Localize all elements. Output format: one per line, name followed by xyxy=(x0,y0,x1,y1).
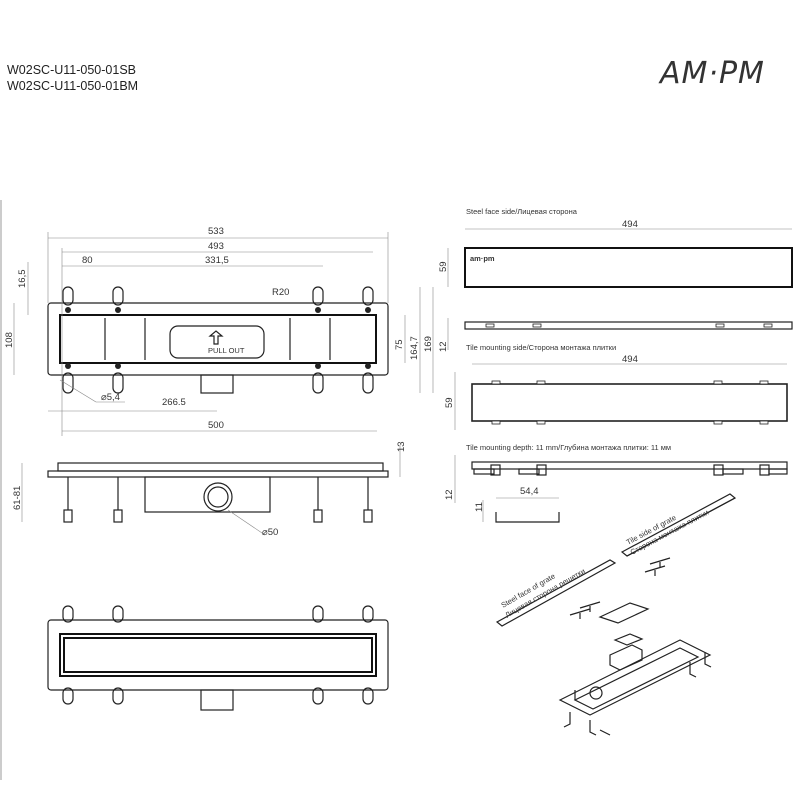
drain-channel xyxy=(59,314,377,364)
dim-493: 493 xyxy=(208,241,224,252)
dim-494-tile: 494 xyxy=(622,354,638,365)
side-view: 61-81 13 ⌀50 xyxy=(12,441,407,538)
dim-54-4: 54,4 xyxy=(520,486,539,497)
brand-logo: AM·PM xyxy=(660,56,765,91)
pull-out-label: PULL OUT xyxy=(208,346,245,355)
dim-494: 494 xyxy=(622,219,638,230)
siphon-cover xyxy=(169,325,265,359)
model-number: W02SC-U11-050-01SB xyxy=(7,63,136,77)
depth-title: Tile mounting depth: 11 mm/Глубина монта… xyxy=(466,443,671,452)
svg-text:am·pm: am·pm xyxy=(470,254,495,263)
screws xyxy=(65,307,371,369)
dim-108: 108 xyxy=(4,332,15,348)
dim-331-5: 331,5 xyxy=(205,255,229,266)
dim-16-5: 16,5 xyxy=(17,270,28,289)
dim-169: 169 xyxy=(423,336,434,352)
dim-r20: R20 xyxy=(272,287,289,298)
tile-side-title: Tile mounting side/Сторона монтажа плитк… xyxy=(466,343,616,352)
grate-profile xyxy=(495,512,560,523)
dim-500: 500 xyxy=(208,420,224,431)
dim-61-81: 61-81 xyxy=(12,486,23,510)
dim-hole: ⌀5,4 xyxy=(101,392,120,403)
dim-75: 75 xyxy=(394,339,405,350)
dim-266-5: 266.5 xyxy=(162,397,186,408)
model-numbers: W02SC-U11-050-01SB W02SC-U11-050-01BM xyxy=(7,62,138,94)
dim-13: 13 xyxy=(396,441,407,452)
steel-face-grate xyxy=(464,247,793,288)
dim-12: 12 xyxy=(438,341,449,352)
dim-11: 11 xyxy=(474,502,485,512)
outlet xyxy=(200,374,234,394)
dim-164-7: 164,7 xyxy=(409,336,420,360)
arrow-up-icon xyxy=(208,330,224,345)
steel-face-title: Steel face side/Лицевая сторона xyxy=(466,207,578,216)
legs xyxy=(62,286,374,394)
dim-533: 533 xyxy=(208,226,224,237)
dim-59-tile: 59 xyxy=(444,397,455,408)
installed-view xyxy=(47,605,389,711)
exploded-view: Tile side of grate Сторона монтажа плитк… xyxy=(495,493,737,736)
model-number: W02SC-U11-050-01BM xyxy=(7,79,139,93)
dim-59: 59 xyxy=(438,261,449,272)
dim-50: ⌀50 xyxy=(262,527,278,538)
top-view: PULL OUT 533 493 80 331,5 R20 ⌀5,4 266.5… xyxy=(4,226,434,436)
grate-views: Steel face side/Лицевая сторона 494 am·p… xyxy=(438,207,793,523)
dim-80: 80 xyxy=(82,255,93,266)
dim-12-depth: 12 xyxy=(444,489,455,500)
